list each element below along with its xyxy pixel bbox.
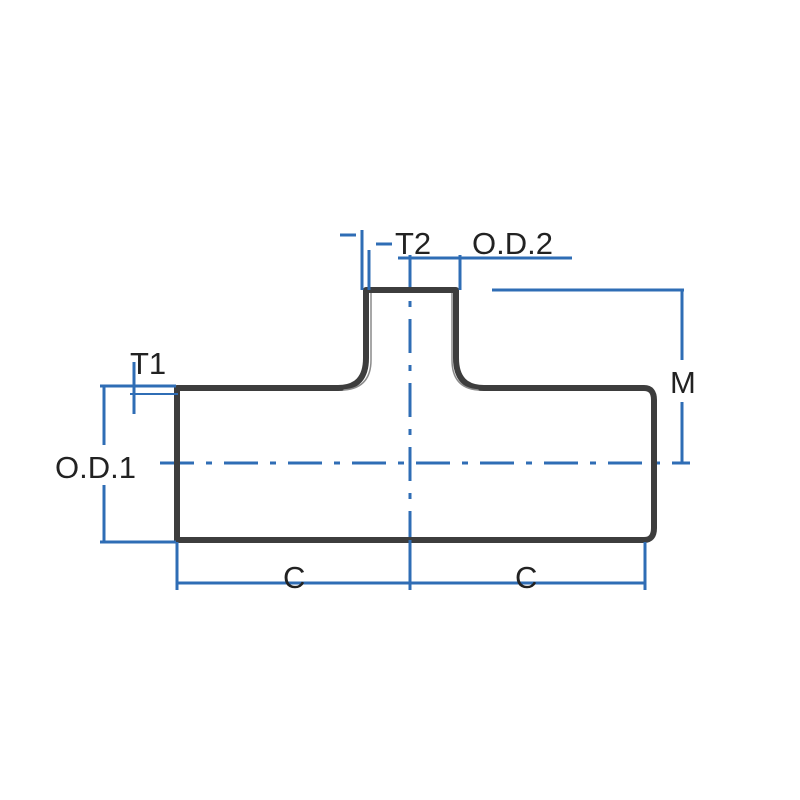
- tee-inner-wall: [343, 289, 479, 391]
- centerlines: [160, 255, 690, 590]
- c-left-label: C: [283, 560, 305, 595]
- t2-label: T2: [395, 226, 431, 261]
- tee-body: [174, 287, 657, 543]
- m-label: M: [670, 365, 696, 400]
- dimension-lines: [100, 230, 684, 590]
- od2-label: O.D.2: [472, 226, 553, 261]
- od1-label: O.D.1: [55, 450, 136, 485]
- t1-label: T1: [130, 346, 166, 381]
- c-right-label: C: [515, 560, 537, 595]
- dimension-labels: T1 O.D.1 T2 O.D.2 M C C: [55, 226, 696, 595]
- tee-outline: [174, 287, 657, 543]
